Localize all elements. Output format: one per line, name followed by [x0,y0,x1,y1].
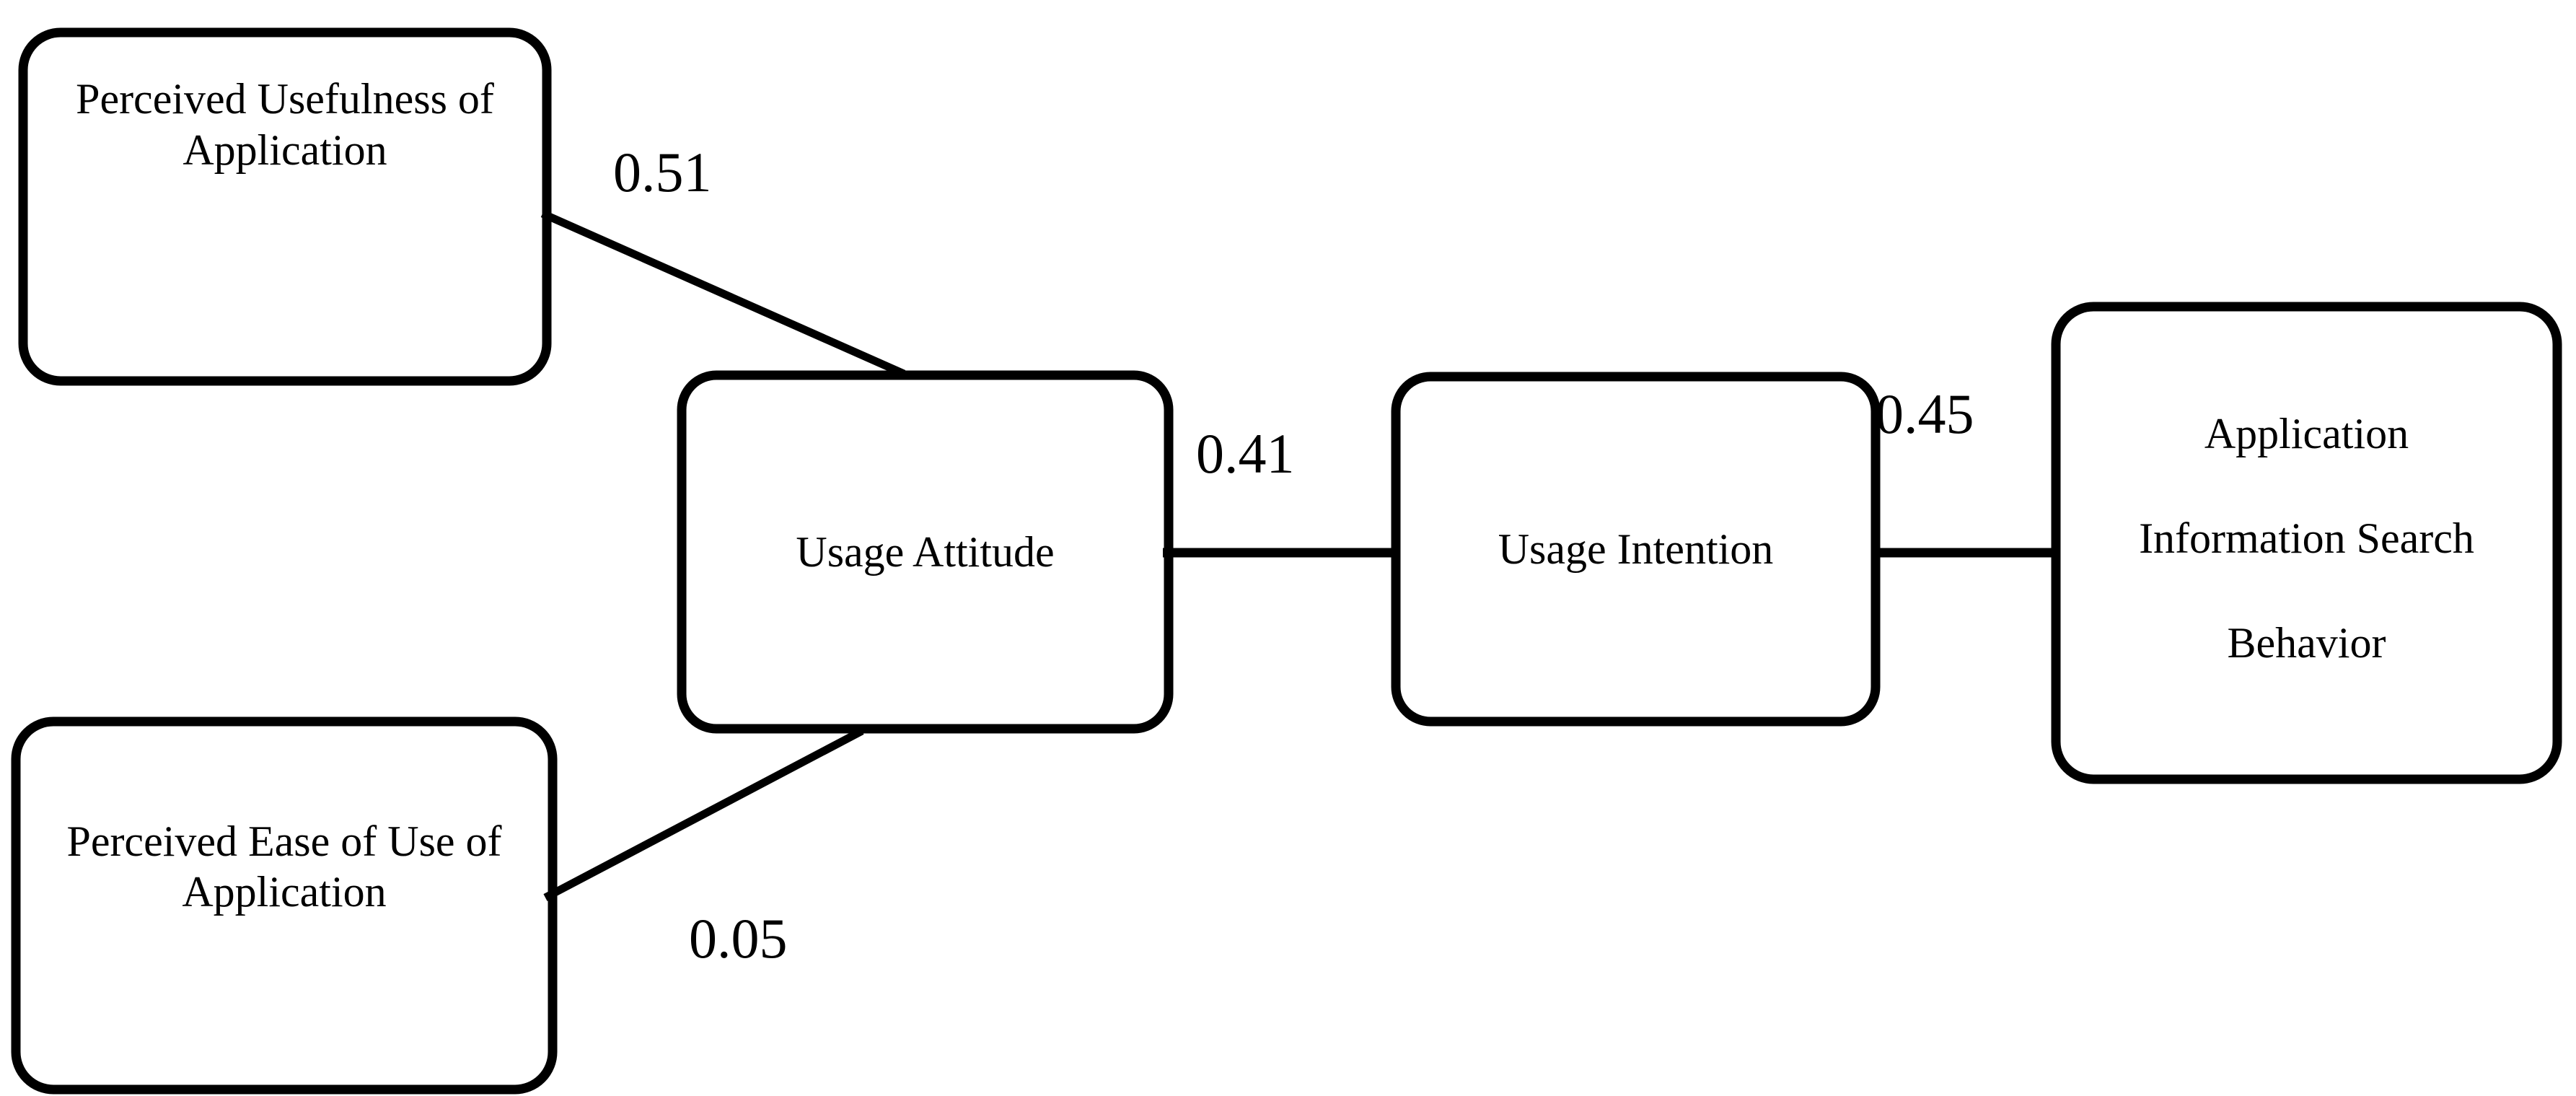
edge-label-pu-to-attitude: 0.51 [613,141,712,203]
edge-label-attitude-to-intention: 0.41 [1196,422,1295,485]
node-application-information-search-behavior[interactable]: Application Information Search Behavior [2056,307,2557,779]
node-label-perceived-ease-of-use: Perceived Ease of Use of Application [66,817,502,916]
node-perceived-usefulness[interactable]: Perceived Usefulness of Application [23,32,547,381]
node-outline-perceived-ease-of-use [11,716,558,1095]
node-label-application-information-search-behavior: Application Information Search Behavior [2139,409,2474,667]
edge-pu-to-attitude [540,209,906,378]
node-label-perceived-usefulness: Perceived Usefulness of Application [76,75,494,174]
node-usage-intention[interactable]: Usage Intention [1396,377,1876,722]
node-outline-application-information-search-behavior [2051,302,2562,784]
edge-peou-to-attitude [543,727,864,901]
edge-label-peou-to-attitude: 0.05 [689,907,788,970]
node-usage-attitude[interactable]: Usage Attitude [682,375,1169,729]
node-label-usage-attitude: Usage Attitude [796,527,1055,576]
node-outline-perceived-usefulness [18,27,552,386]
node-label-usage-intention: Usage Intention [1498,525,1774,573]
edge-label-intention-to-behavior: 0.45 [1876,382,1974,445]
node-perceived-ease-of-use[interactable]: Perceived Ease of Use of Application [16,722,553,1090]
